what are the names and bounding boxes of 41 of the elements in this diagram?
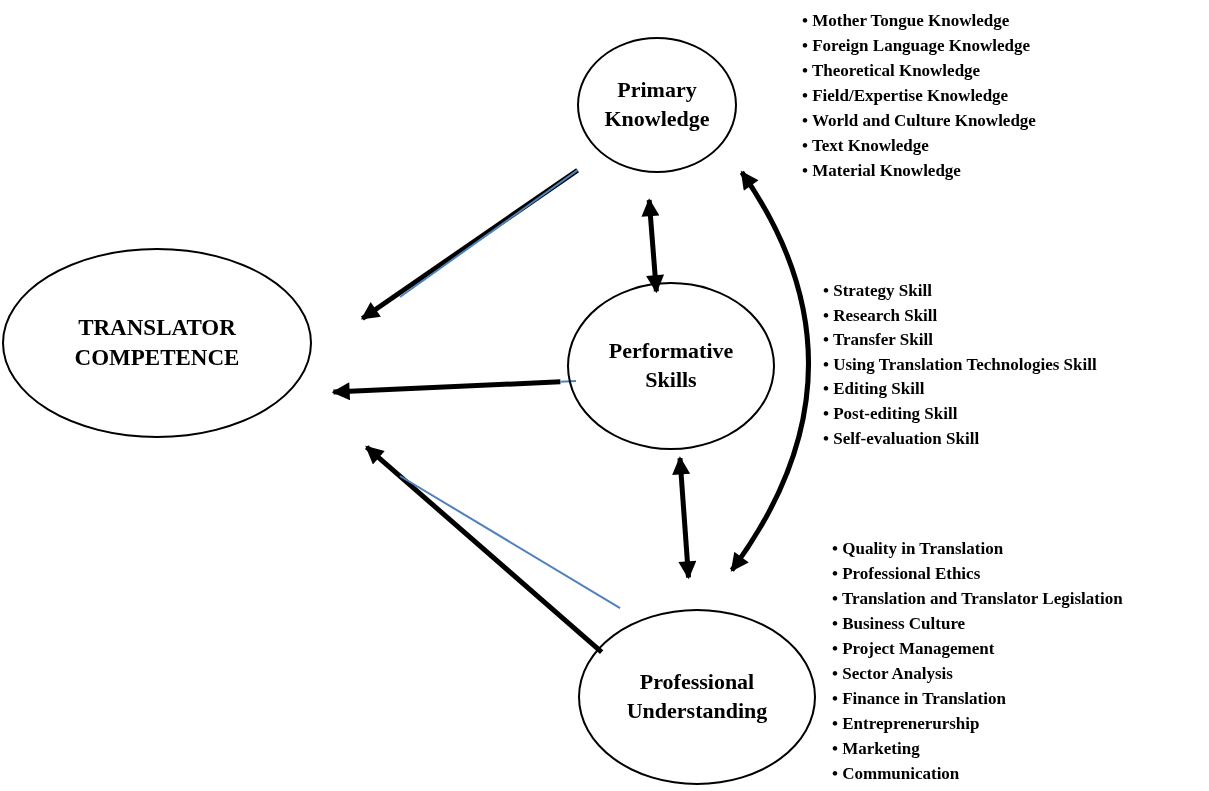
node-label: Professional Understanding [625,668,769,725]
line [399,169,579,298]
list-item: • Mother Tongue Knowledge [802,10,1011,32]
arrow [672,456,697,580]
arrow [729,170,811,572]
node-label: Primary Knowledge [603,76,711,133]
list-item: • Entreprenerurship [832,713,981,735]
list-item: • Theoretical Knowledge [802,60,982,82]
list-item: • Business Culture [832,613,967,635]
list-item: • Project Management [832,638,996,660]
arrow [360,168,579,321]
list-item: • Material Knowledge [802,160,962,182]
list-item: • Professional Ethics [832,563,982,585]
list-item: • World and Culture Knowledge [802,110,1037,132]
ellipse-node [2,248,312,438]
list-item: • Research Skill [823,304,939,327]
list-item: • Foreign Language Knowledge [802,35,1032,57]
list-item: • Strategy Skill [823,280,933,302]
list-item: • Using Translation Technologies Skill [823,353,1098,376]
arrow [641,198,665,294]
list-item: • Communication [832,763,961,785]
list-item: • Sector Analysis [832,663,954,685]
line [559,380,577,383]
list-item: • Post-editing Skill [823,402,959,425]
list-item: • Text Knowledge [802,135,930,157]
ellipse-node [567,282,775,450]
arrow [331,379,561,401]
arrow [364,445,604,654]
ellipse-node [578,609,816,785]
list-item: • Finance in Translation [832,688,1007,710]
list-item: • Quality in Translation [832,538,1005,560]
list-item: • Marketing [832,738,921,760]
list-item: • Transfer Skill [823,329,934,352]
node-label: Performative Skills [607,337,735,394]
node-label: TRANSLATOR COMPETENCE [73,314,241,372]
line [399,475,622,610]
list-item: • Editing Skill [823,378,926,401]
ellipse-node [577,37,737,173]
list-item: • Self-evaluation Skill [823,427,981,450]
list-item: • Translation and Translator Legislation [832,588,1124,610]
list-item: • Field/Expertise Knowledge [802,85,1010,107]
